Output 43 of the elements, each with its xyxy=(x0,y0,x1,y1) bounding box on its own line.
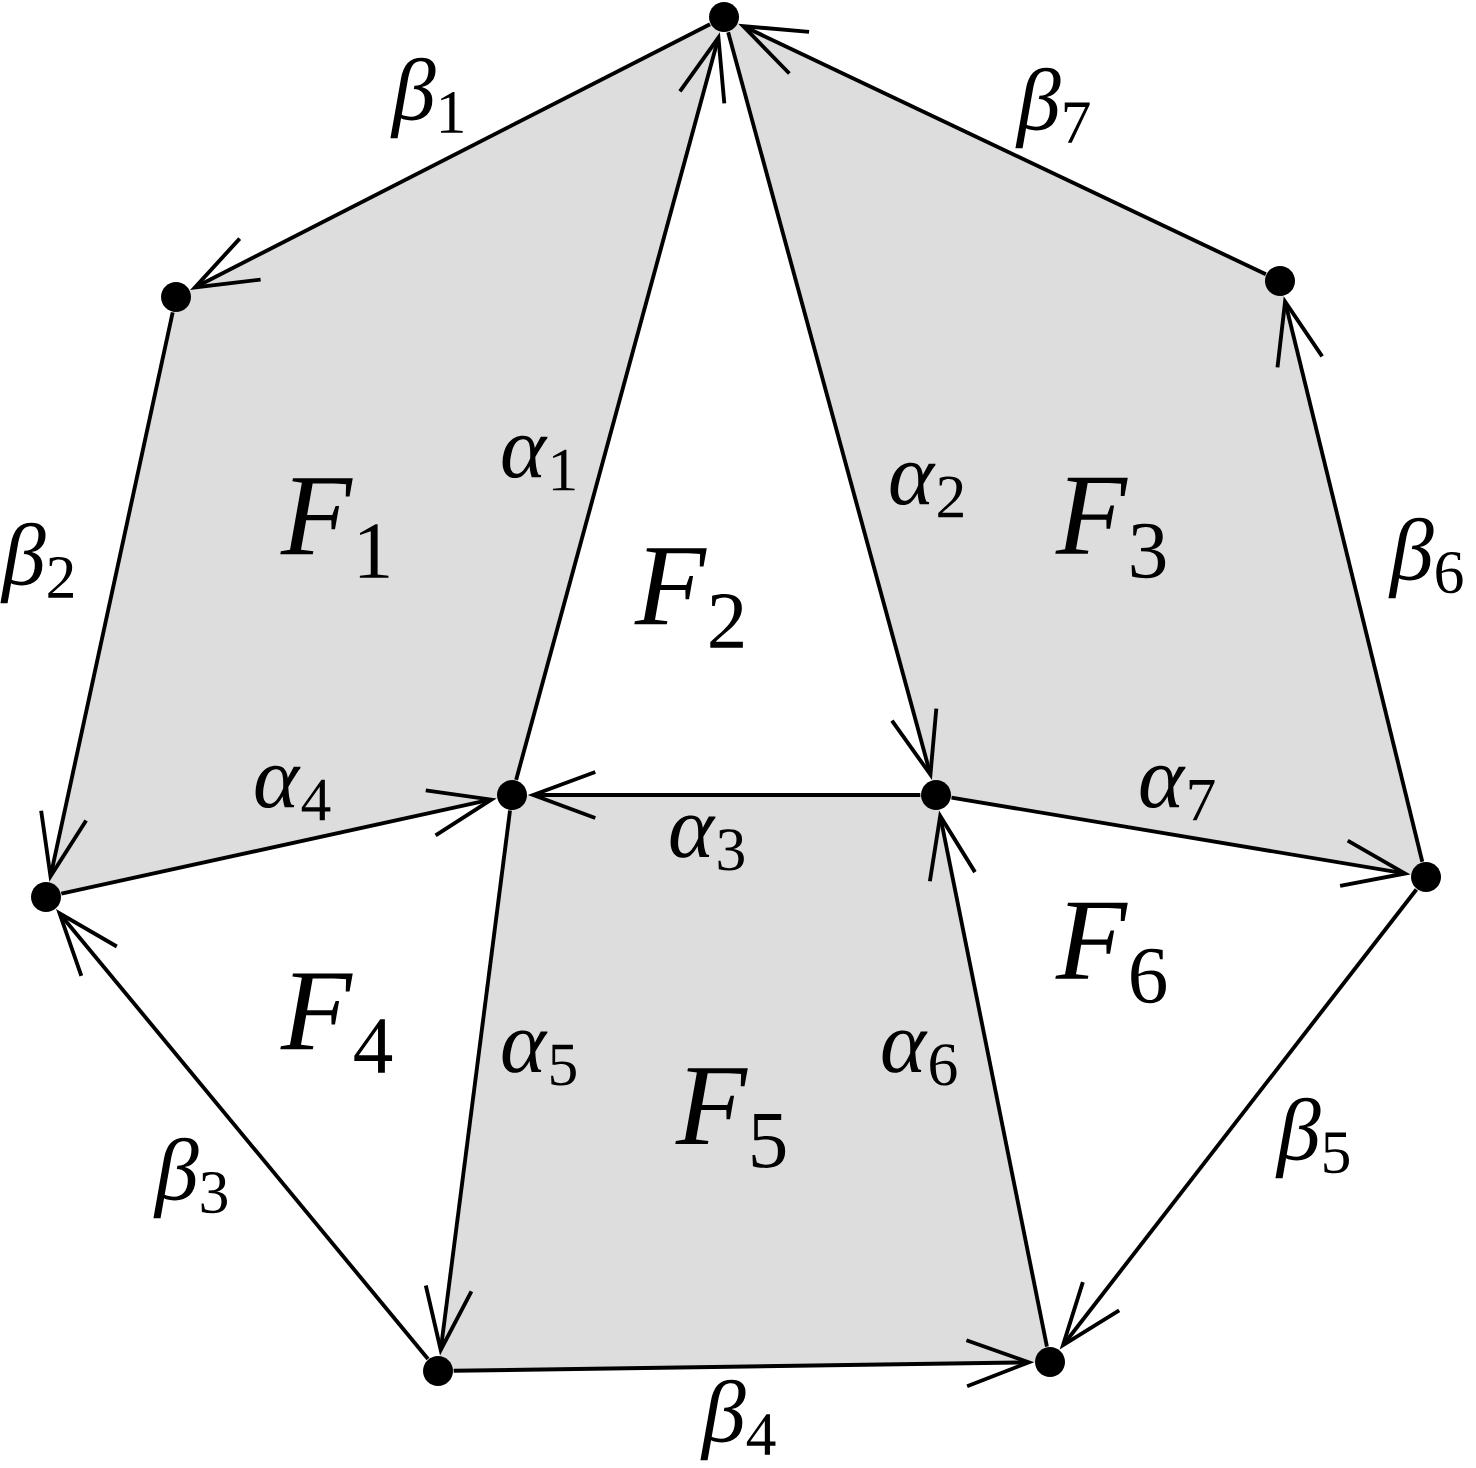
arrow xyxy=(951,795,1411,888)
arrow xyxy=(190,22,711,290)
face-label: F$_{1}$ xyxy=(280,478,389,578)
arrow xyxy=(60,788,497,896)
vertex-dot xyxy=(1265,266,1295,296)
arrow xyxy=(726,31,939,780)
edge-label: α$_{6}$ xyxy=(882,1030,957,1086)
vertex-dot xyxy=(161,282,191,312)
edge-label: α$_{1}$ xyxy=(502,435,575,491)
arrow xyxy=(453,1338,1035,1389)
arrow xyxy=(39,311,175,882)
edge-label: β$_{6}$ xyxy=(1388,517,1463,599)
arrow xyxy=(1059,888,1418,1350)
face-label: F$_{5}$ xyxy=(675,1068,786,1168)
arrow xyxy=(738,23,1267,277)
arrow xyxy=(423,810,512,1356)
arrow xyxy=(56,909,430,1361)
vertex-dot xyxy=(1411,862,1441,893)
edge-label: α$_{4}$ xyxy=(255,765,331,821)
face-label: F$_{4}$ xyxy=(280,973,393,1073)
face-label: F$_{2}$ xyxy=(634,548,743,648)
edge-label: β$_{4}$ xyxy=(700,1379,776,1461)
vertex-dot xyxy=(921,780,951,811)
edge-label: β$_{3}$ xyxy=(153,1137,227,1219)
edge-label: β$_{5}$ xyxy=(1275,1097,1349,1179)
edge-label: α$_{7}$ xyxy=(1140,765,1215,821)
edge-label: β$_{7}$ xyxy=(1015,67,1090,149)
vertex-dot xyxy=(1035,1347,1065,1378)
arrow xyxy=(527,770,921,820)
vertex-dot xyxy=(31,882,61,913)
arrow xyxy=(514,32,727,781)
edge-label: α$_{3}$ xyxy=(670,815,744,871)
face-label: F$_{3}$ xyxy=(1055,477,1166,579)
edge-label: α$_{2}$ xyxy=(890,462,963,518)
face-label: F$_{6}$ xyxy=(1055,902,1166,1004)
vertex-dot xyxy=(423,1356,453,1387)
vertex-dot xyxy=(497,780,527,811)
arrow xyxy=(927,810,1049,1347)
vertex-dot xyxy=(709,2,739,32)
arrow xyxy=(1275,296,1425,863)
edge-label: β$_{1}$ xyxy=(390,57,463,139)
edge-label: β$_{2}$ xyxy=(0,522,73,604)
edge-label: α$_{5}$ xyxy=(502,1030,576,1086)
